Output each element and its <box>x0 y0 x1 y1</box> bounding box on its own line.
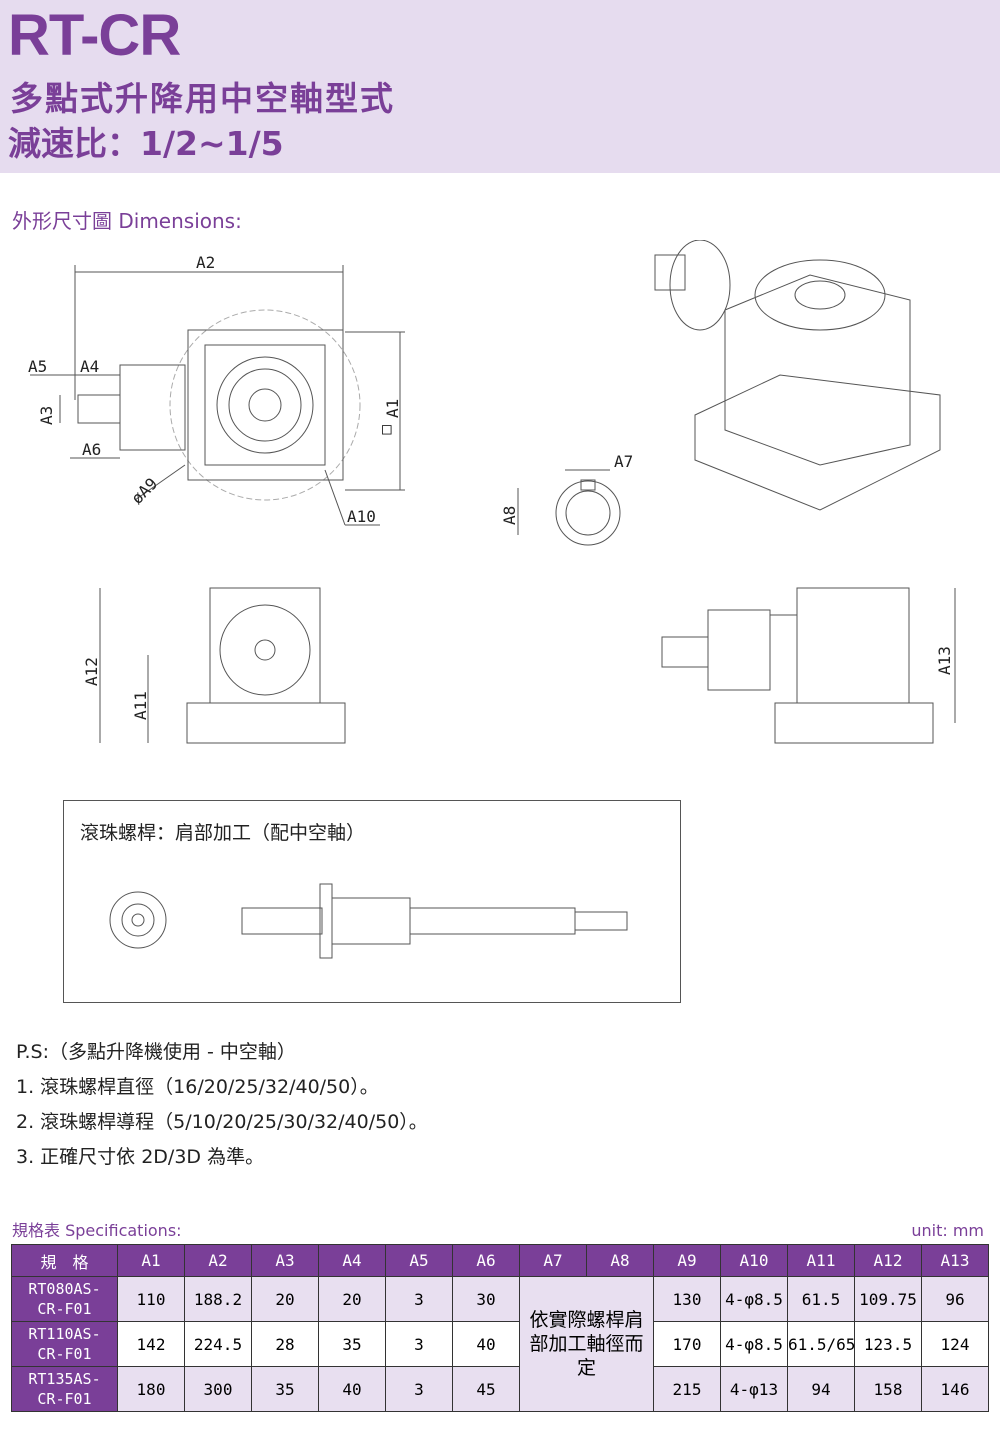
table-cell: 146 <box>921 1366 989 1412</box>
ballscrew-box <box>63 800 681 1003</box>
label-a1: A1 <box>383 399 402 418</box>
table-cell: 40 <box>452 1321 520 1367</box>
table-cell: 28 <box>251 1321 319 1367</box>
isometric-view <box>654 240 941 511</box>
table-cell: 4-φ8.5 <box>720 1321 788 1367</box>
note-2: 2. 滾珠螺桿導程（5/10/20/25/30/32/40/50）。 <box>16 1111 428 1133</box>
ballscrew-drawing <box>109 883 628 959</box>
label-a13: A13 <box>935 646 954 675</box>
table-cell: 3 <box>385 1321 453 1367</box>
model-name: RT135AS-CR-F01 <box>28 1370 101 1408</box>
table-cell: 170 <box>653 1321 721 1367</box>
label-square: □ <box>382 419 392 438</box>
table-cell: 35 <box>251 1366 319 1412</box>
column-header: A13 <box>921 1244 989 1277</box>
notes: P.S:（多點升降機使用 - 中空軸） 1. 滾珠螺桿直徑（16/20/25/3… <box>16 1035 428 1175</box>
label-a6: A6 <box>82 440 101 459</box>
specs-title: 規格表 Specifications: <box>12 1221 182 1240</box>
column-header: A3 <box>251 1244 319 1277</box>
front-view <box>30 265 405 526</box>
note-1: 1. 滾珠螺桿直徑（16/20/25/32/40/50）。 <box>16 1076 379 1098</box>
model-title: RT-CR <box>8 3 181 68</box>
model-cell: RT110AS-CR-F01 <box>11 1321 118 1367</box>
table-cell: 130 <box>653 1276 721 1322</box>
table-cell: 30 <box>452 1276 520 1322</box>
column-header: A6 <box>452 1244 520 1277</box>
ballscrew-title: 滾珠螺桿：肩部加工（配中空軸） <box>80 822 366 844</box>
a7-a8-note: 依實際螺桿肩部加工軸徑而定 <box>529 1309 644 1379</box>
column-header: A9 <box>653 1244 721 1277</box>
column-header: A5 <box>385 1244 453 1277</box>
table-cell: 224.5 <box>184 1321 252 1367</box>
label-a7: A7 <box>614 452 633 471</box>
ratio: 減速比：1/2~1/5 <box>8 124 284 163</box>
table-cell: 35 <box>318 1321 386 1367</box>
dimension-drawings: A2 A5 A4 A3 A6 øA9 A10 A1 □ A7 A8 A12 A1… <box>28 240 956 744</box>
dimensions-title: 外形尺寸圖 Dimensions: <box>12 209 242 233</box>
column-header: A2 <box>184 1244 252 1277</box>
table-cell: 142 <box>117 1321 185 1367</box>
a7-a8-note-cell: 依實際螺桿肩部加工軸徑而定 <box>519 1276 654 1412</box>
column-header: A8 <box>586 1244 654 1277</box>
table-cell: 110 <box>117 1276 185 1322</box>
unit-label: unit: mm <box>911 1221 984 1240</box>
note-ps: P.S:（多點升降機使用 - 中空軸） <box>16 1041 296 1063</box>
model-name: RT110AS-CR-F01 <box>28 1325 101 1363</box>
column-header: A4 <box>318 1244 386 1277</box>
table-cell: 94 <box>787 1366 855 1412</box>
table-cell: 3 <box>385 1366 453 1412</box>
label-a4: A4 <box>80 357 99 376</box>
column-header: A12 <box>854 1244 922 1277</box>
note-3: 3. 正確尺寸依 2D/3D 為準。 <box>16 1146 265 1168</box>
side-view <box>99 587 346 744</box>
table-cell: 4-φ8.5 <box>720 1276 788 1322</box>
table-cell: 158 <box>854 1366 922 1412</box>
label-a12: A12 <box>82 657 101 686</box>
table-cell: 45 <box>452 1366 520 1412</box>
column-header: A7 <box>519 1244 587 1277</box>
label-a3: A3 <box>37 406 56 425</box>
shaft-section-view <box>517 469 621 546</box>
table-cell: 61.5/65 <box>787 1321 855 1367</box>
subtitle: 多點式升降用中空軸型式 <box>10 79 395 118</box>
table-cell: 4-φ13 <box>720 1366 788 1412</box>
column-header: A10 <box>720 1244 788 1277</box>
label-a5: A5 <box>28 357 47 376</box>
table-cell: 40 <box>318 1366 386 1412</box>
table-cell: 123.5 <box>854 1321 922 1367</box>
table-cell: 109.75 <box>854 1276 922 1322</box>
table-cell: 188.2 <box>184 1276 252 1322</box>
model-cell: RT080AS-CR-F01 <box>11 1276 118 1322</box>
label-a9: øA9 <box>127 474 161 508</box>
label-a8: A8 <box>500 506 519 525</box>
table-cell: 3 <box>385 1276 453 1322</box>
label-a2: A2 <box>196 253 215 272</box>
table-cell: 20 <box>318 1276 386 1322</box>
table-cell: 20 <box>251 1276 319 1322</box>
column-header: 規 格 <box>11 1244 118 1277</box>
model-cell: RT135AS-CR-F01 <box>11 1366 118 1412</box>
column-header: A11 <box>787 1244 855 1277</box>
column-header: A1 <box>117 1244 185 1277</box>
table-cell: 61.5 <box>787 1276 855 1322</box>
table-cell: 180 <box>117 1366 185 1412</box>
label-a10: A10 <box>347 507 376 526</box>
table-cell: 215 <box>653 1366 721 1412</box>
rear-view <box>661 587 956 744</box>
table-cell: 124 <box>921 1321 989 1367</box>
model-name: RT080AS-CR-F01 <box>28 1280 101 1318</box>
table-cell: 300 <box>184 1366 252 1412</box>
table-cell: 96 <box>921 1276 989 1322</box>
header-banner: RT-CR 多點式升降用中空軸型式 減速比：1/2~1/5 <box>0 0 1000 173</box>
label-a11: A11 <box>131 691 150 720</box>
